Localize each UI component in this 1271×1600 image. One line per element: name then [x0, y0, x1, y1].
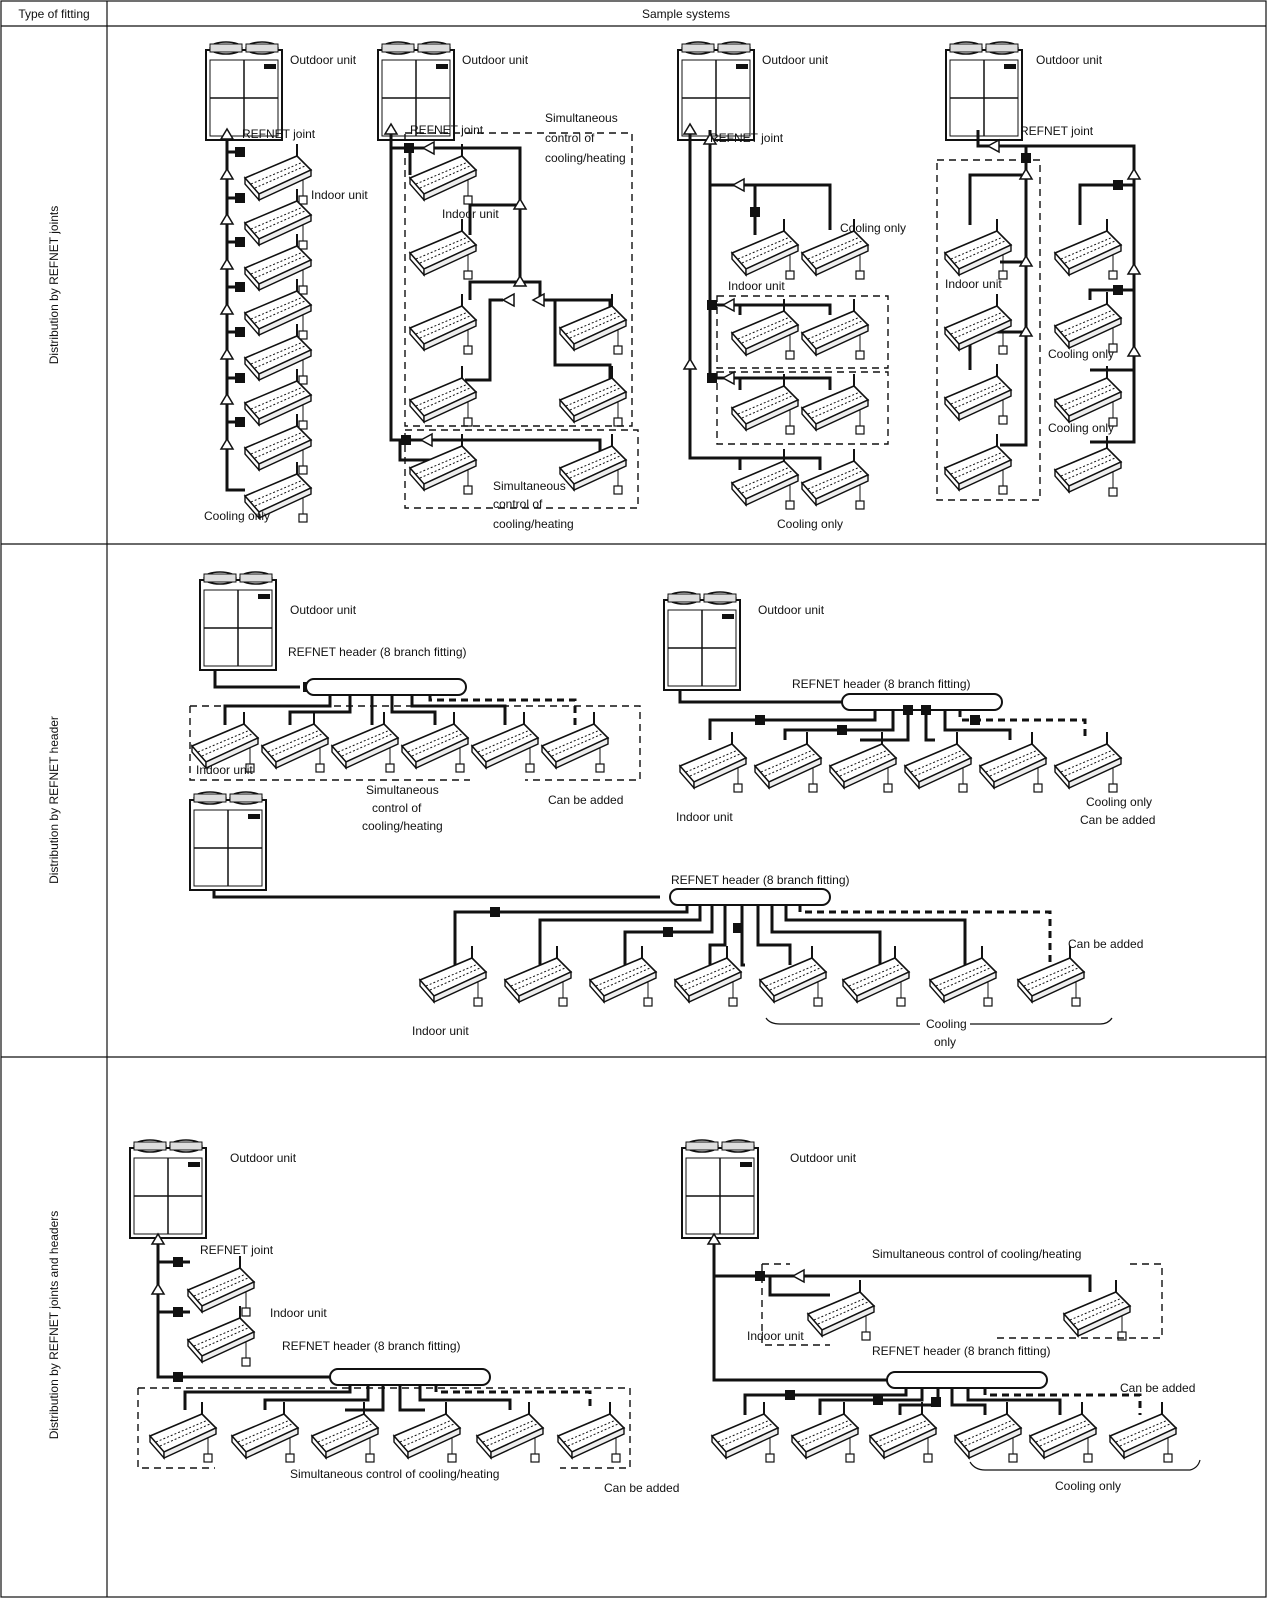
svg-text:control of: control of: [372, 801, 422, 815]
col-header-samples: Sample systems: [642, 7, 730, 21]
row-label-joints: Distribution by REFNET joints: [47, 206, 61, 365]
label-outdoor-unit: Outdoor unit: [290, 53, 357, 67]
svg-text:Simultaneous: Simultaneous: [366, 783, 439, 797]
svg-text:Can be added: Can be added: [604, 1481, 679, 1495]
svg-text:cooling/heating: cooling/heating: [545, 151, 626, 165]
svg-text:REFNET header (8 branch fittin: REFNET header (8 branch fitting): [872, 1344, 1051, 1358]
svg-text:Indoor unit: Indoor unit: [676, 810, 733, 824]
system-header-c: REFNET header (8 branch fitting) Can be …: [190, 792, 1143, 1049]
system-header-b: Outdoor unit REFNET header (8 branch fit…: [664, 592, 1155, 827]
svg-text:cooling/heating: cooling/heating: [362, 819, 443, 833]
svg-text:Indoor unit: Indoor unit: [270, 1306, 327, 1320]
system-joints-a: Outdoor unit REFNET joint Indoor unit Co…: [204, 42, 368, 523]
system-mixed-b: Outdoor unit Simultaneous control of coo…: [682, 1140, 1200, 1493]
svg-text:Outdoor unit: Outdoor unit: [290, 603, 357, 617]
svg-text:Cooling only: Cooling only: [1055, 1479, 1121, 1493]
svg-text:Can be added: Can be added: [548, 793, 623, 807]
svg-text:REFNET header (8 branch fittin: REFNET header (8 branch fitting): [792, 677, 971, 691]
svg-text:REFNET header (8 branch fittin: REFNET header (8 branch fitting): [671, 873, 850, 887]
svg-text:Outdoor unit: Outdoor unit: [758, 603, 825, 617]
system-joints-c: Outdoor unit REFNET joint Cooling only I…: [678, 42, 906, 531]
svg-text:Indoor unit: Indoor unit: [747, 1329, 804, 1343]
outdoor-unit-icon: [206, 42, 282, 140]
svg-text:Outdoor unit: Outdoor unit: [1036, 53, 1103, 67]
svg-text:REFNET joint: REFNET joint: [1020, 124, 1094, 138]
svg-text:Simultaneous: Simultaneous: [493, 479, 566, 493]
svg-text:Outdoor unit: Outdoor unit: [762, 53, 829, 67]
svg-text:Can be added: Can be added: [1080, 813, 1155, 827]
svg-text:control of: control of: [493, 497, 543, 511]
svg-text:control of: control of: [545, 131, 595, 145]
svg-text:Indoor unit: Indoor unit: [442, 207, 499, 221]
row-label-joints-headers: Distribution by REFNET joints and header…: [47, 1211, 61, 1440]
svg-text:REFNET joint: REFNET joint: [410, 123, 484, 137]
svg-text:Outdoor unit: Outdoor unit: [462, 53, 529, 67]
svg-text:Simultaneous control of coolin: Simultaneous control of cooling/heating: [872, 1247, 1081, 1261]
system-mixed-a: Outdoor unit REFNET joint Indoor unit RE…: [130, 1140, 679, 1495]
svg-text:Can be added: Can be added: [1068, 937, 1143, 951]
row-label-header: Distribution by REFNET header: [47, 716, 61, 884]
system-joints-b: Outdoor unit REFNET joint Simultaneous c…: [378, 42, 638, 531]
svg-text:Simultaneous control of coolin: Simultaneous control of cooling/heating: [290, 1467, 499, 1481]
svg-text:Cooling: Cooling: [926, 1017, 967, 1031]
svg-text:Can be added: Can be added: [1120, 1381, 1195, 1395]
col-header-type: Type of fitting: [18, 7, 89, 21]
svg-text:REFNET joint: REFNET joint: [200, 1243, 274, 1257]
svg-text:Outdoor unit: Outdoor unit: [790, 1151, 857, 1165]
svg-text:REFNET joint: REFNET joint: [710, 131, 784, 145]
svg-text:Indoor unit: Indoor unit: [945, 277, 1002, 291]
svg-text:REFNET header (8 branch fittin: REFNET header (8 branch fitting): [288, 645, 467, 659]
svg-text:only: only: [934, 1035, 956, 1049]
svg-text:REFNET header (8 branch fittin: REFNET header (8 branch fitting): [282, 1339, 461, 1353]
svg-text:Indoor unit: Indoor unit: [728, 279, 785, 293]
label-indoor-unit: Indoor unit: [311, 188, 368, 202]
svg-text:Cooling only: Cooling only: [1086, 795, 1152, 809]
svg-text:Cooling only: Cooling only: [777, 517, 843, 531]
svg-text:cooling/heating: cooling/heating: [493, 517, 574, 531]
svg-text:Outdoor unit: Outdoor unit: [230, 1151, 297, 1165]
svg-text:Simultaneous: Simultaneous: [545, 111, 618, 125]
label-refnet-joint: REFNET joint: [242, 127, 316, 141]
indoor-unit-icon: [245, 144, 311, 204]
svg-text:Cooling only: Cooling only: [840, 221, 906, 235]
label-cooling-only: Cooling only: [204, 509, 270, 523]
svg-text:Indoor unit: Indoor unit: [412, 1024, 469, 1038]
svg-text:Cooling only: Cooling only: [1048, 421, 1114, 435]
system-joints-d: Outdoor unit REFNET joint Indoor unit Co…: [937, 42, 1140, 500]
svg-text:Indoor unit: Indoor unit: [196, 763, 253, 777]
svg-text:Cooling only: Cooling only: [1048, 347, 1114, 361]
